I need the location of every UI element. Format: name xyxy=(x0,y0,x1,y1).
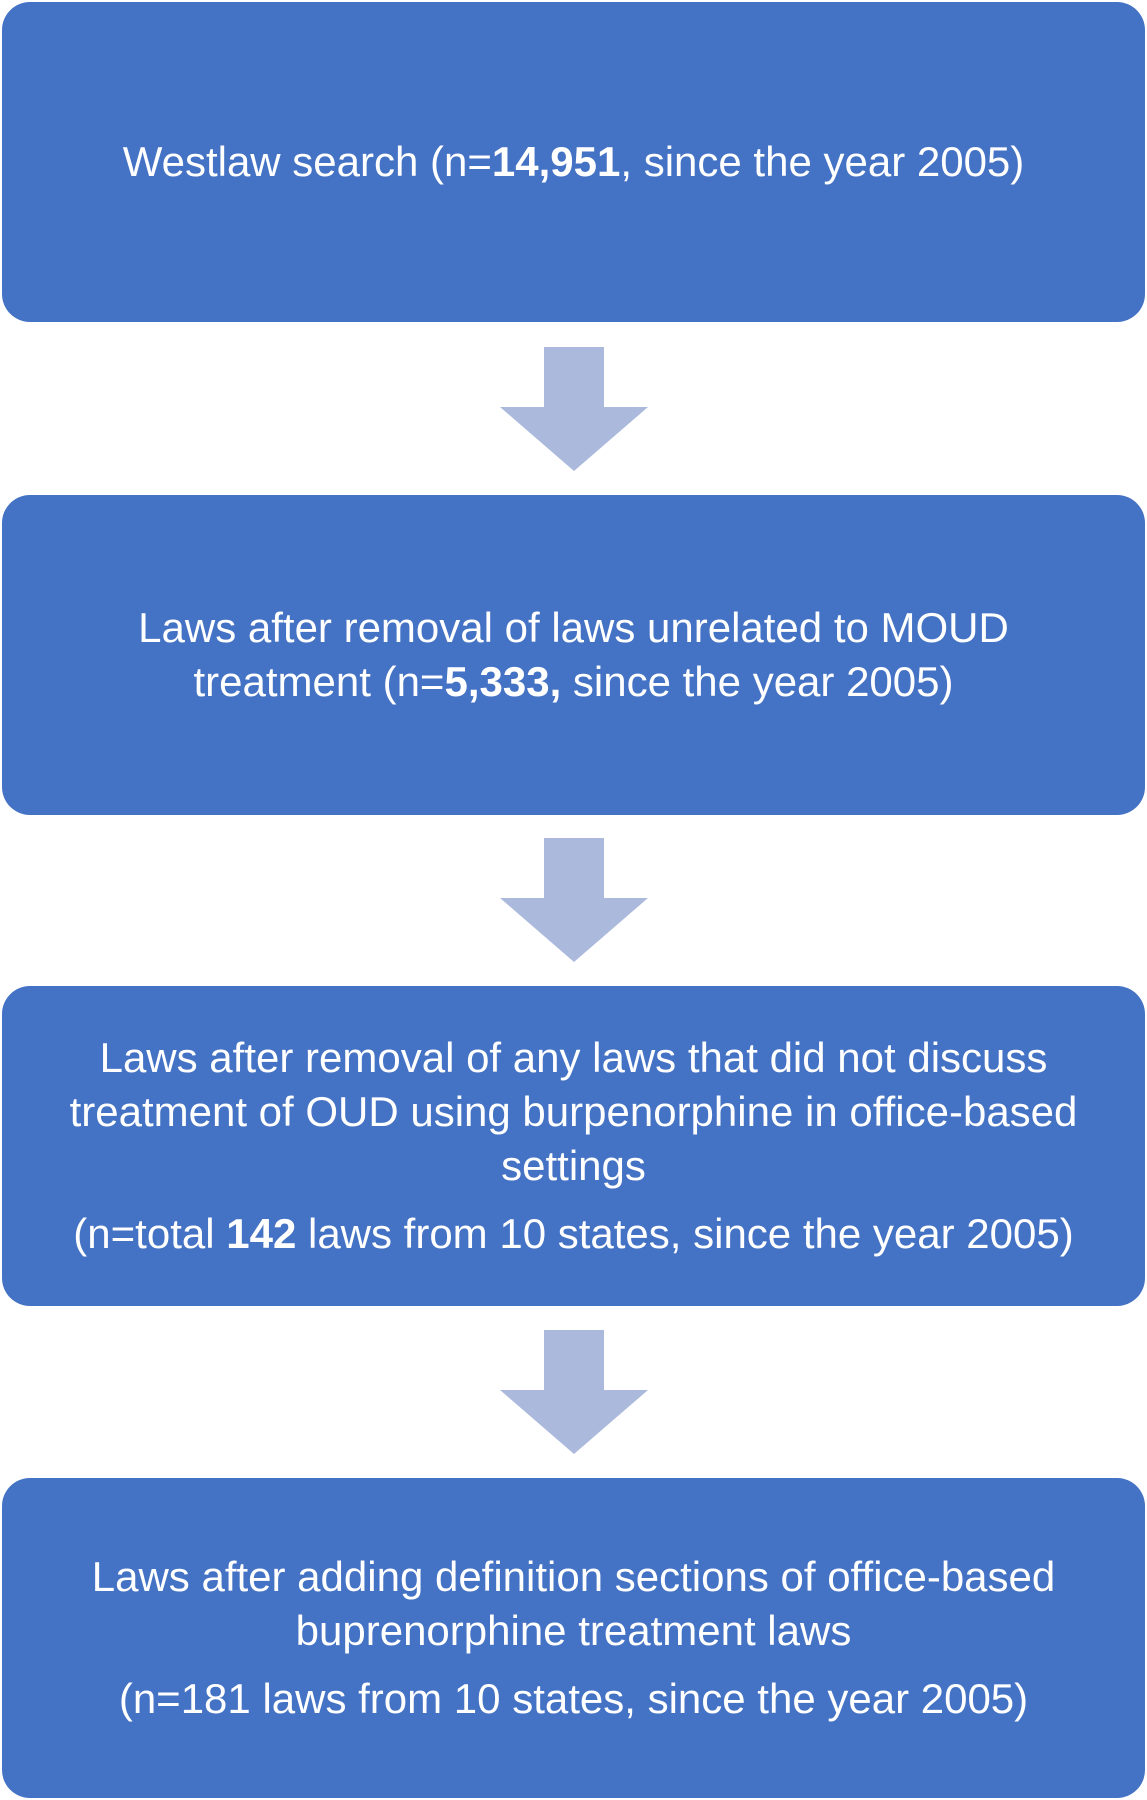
down-arrow-icon xyxy=(500,347,648,471)
flow-step-text: Westlaw search (n=14,951, since the year… xyxy=(122,138,1025,185)
flow-step-count: 14,951 xyxy=(491,138,621,185)
flow-step-text: Laws after adding definition sections of… xyxy=(91,1553,1056,1654)
flow-step-count: 5,333, xyxy=(444,658,562,705)
flow-step-westlaw-search: Westlaw search (n=14,951, since the year… xyxy=(2,2,1145,322)
flow-step-office-based-filter: Laws after removal of any laws that did … xyxy=(2,986,1145,1306)
down-arrow-icon xyxy=(500,1330,648,1454)
flow-step-count: (n=181 laws from 10 states, since the ye… xyxy=(118,1675,1029,1722)
flow-step-text: Laws after removal of laws unrelated to … xyxy=(138,604,1009,705)
flow-step-count: (n=total 142 laws from 10 states, since … xyxy=(73,1210,1074,1257)
flow-step-text: Laws after removal of any laws that did … xyxy=(69,1034,1078,1189)
flow-step-definitions-added: Laws after adding definition sections of… xyxy=(2,1478,1145,1798)
flow-step-unrelated-removed: Laws after removal of laws unrelated to … xyxy=(2,495,1145,815)
down-arrow-icon xyxy=(500,838,648,962)
